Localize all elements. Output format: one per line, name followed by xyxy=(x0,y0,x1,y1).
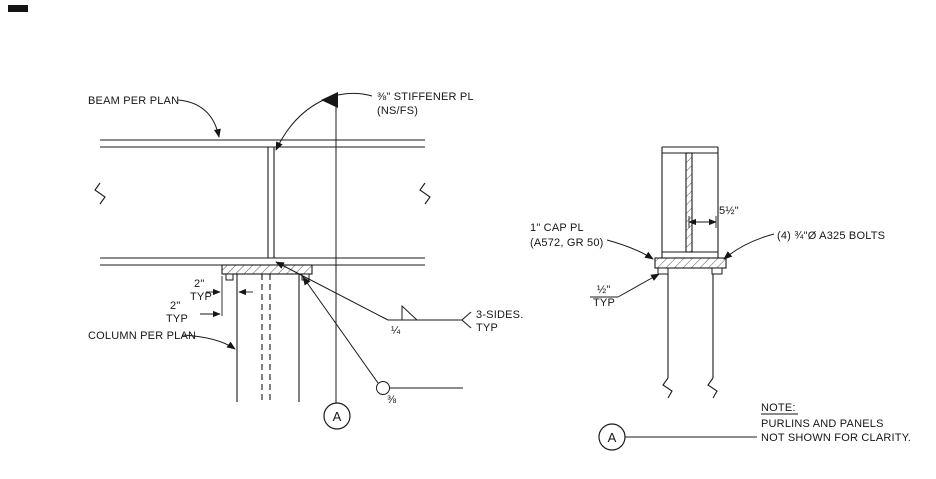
gauge-dim-value: 5½" xyxy=(719,205,739,217)
column-section xyxy=(662,274,718,399)
beam-elevation xyxy=(94,139,431,266)
bolt-nut-left xyxy=(225,273,234,281)
column-label: COLUMN PER PLAN xyxy=(88,330,196,342)
stiffener-label-line1: ⅜" STIFFENER PL xyxy=(377,91,474,103)
weld-note-line2: TYP xyxy=(476,322,498,334)
bolt-nut-right xyxy=(711,267,723,275)
column-break-left xyxy=(662,377,673,399)
weld-symbol-cap xyxy=(590,273,660,298)
dim-a-typ: TYP xyxy=(190,291,212,303)
weld-size-label: ½" xyxy=(597,284,610,296)
section-marker-letter: A xyxy=(333,409,342,424)
dim-plate-overhang xyxy=(200,276,253,318)
note-block: NOTE: PURLINS AND PANELS NOT SHOWN FOR C… xyxy=(761,402,911,444)
column-break-right xyxy=(707,377,718,399)
bolt-nut-left xyxy=(657,267,669,275)
note-line1: PURLINS AND PANELS xyxy=(761,418,884,430)
beam-web-hatch xyxy=(685,152,693,253)
bolts-label: (4) ¾"Ø A325 BOLTS xyxy=(777,230,885,242)
beam-break-left xyxy=(94,182,106,205)
dim-a-value: 2" xyxy=(194,278,204,290)
stiffener-leader xyxy=(275,92,373,151)
note-line2: NOT SHOWN FOR CLARITY. xyxy=(761,432,911,444)
dim-b-value: 2" xyxy=(170,300,180,312)
beam-label-leader xyxy=(177,99,221,138)
dim-bolt-gauge xyxy=(688,216,717,228)
bolts-leader xyxy=(723,233,775,260)
column-label-leader xyxy=(181,334,236,350)
section-marker-letter: A xyxy=(608,430,617,445)
weld-symbol-fillet xyxy=(275,261,472,329)
section-cut-line: A xyxy=(321,92,351,430)
stiffener-plate xyxy=(267,147,275,258)
weld-fillet-size: ¼ xyxy=(391,325,401,337)
weld-symbol-allaround xyxy=(302,276,463,395)
beam-break-right xyxy=(419,182,431,205)
beam-section xyxy=(661,146,719,259)
section-marker-bubble xyxy=(323,402,351,430)
beam-label: BEAM PER PLAN xyxy=(88,95,179,107)
weld-typ-label: TYP xyxy=(593,297,615,309)
weld-allaround-size: ⅜ xyxy=(387,394,397,406)
weld-note-line1: 3-SIDES. xyxy=(476,309,523,321)
section-marker-right: A xyxy=(598,423,757,451)
corner-mark xyxy=(8,5,28,12)
column-elevation xyxy=(236,274,300,402)
dim-b-typ: TYP xyxy=(166,313,188,325)
cap-plate-section xyxy=(654,257,727,275)
stiffener-label-line2: (NS/FS) xyxy=(377,105,418,117)
cap-plate-label-line2: (A572, GR 50) xyxy=(530,237,604,249)
cap-plate-label-line1: 1" CAP PL xyxy=(530,222,584,234)
cap-plate-leader xyxy=(606,239,654,260)
note-title: NOTE: xyxy=(761,402,796,414)
